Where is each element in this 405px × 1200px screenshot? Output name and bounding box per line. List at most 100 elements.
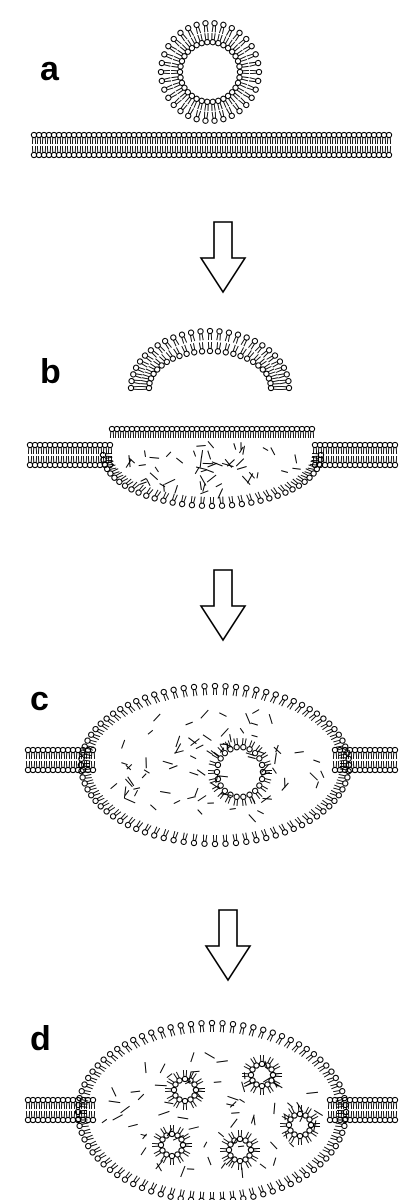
- lipid-molecule: [94, 1062, 107, 1072]
- hydrocarbon-chain: [230, 1102, 236, 1108]
- hydrocarbon-chain: [254, 1116, 255, 1125]
- lipid-molecule: [170, 35, 182, 47]
- lipid-molecule: [87, 442, 92, 454]
- hydrocarbon-chain: [113, 1115, 123, 1120]
- hydrocarbon-chain: [155, 467, 158, 472]
- lipid-molecule: [25, 1097, 30, 1109]
- lipid-molecule: [251, 132, 256, 144]
- lipid-molecule: [25, 761, 30, 773]
- lipid-molecule: [111, 146, 116, 158]
- lipid-molecule: [377, 1097, 382, 1109]
- lipid-molecule: [77, 456, 82, 468]
- lipid-molecule: [214, 426, 219, 438]
- panel-label-b: b: [40, 353, 61, 391]
- lipid-molecule: [309, 426, 314, 438]
- lipid-molecule: [180, 1142, 192, 1147]
- hydrocarbon-chain: [200, 481, 201, 490]
- lipid-molecule: [275, 1179, 285, 1192]
- lipid-molecule: [100, 1157, 112, 1168]
- lipid-molecule: [94, 1152, 107, 1162]
- lipid-molecule: [377, 442, 382, 454]
- lipid-molecule: [382, 1111, 387, 1123]
- lipid-molecule: [65, 761, 70, 773]
- lipid-molecule: [332, 442, 337, 454]
- lipid-molecule: [356, 132, 361, 144]
- lipid-molecule: [121, 132, 126, 144]
- lipid-molecule: [178, 1189, 186, 1200]
- hydrocarbon-chain: [150, 805, 156, 810]
- lipid-molecule: [347, 1097, 352, 1109]
- lipid-molecule: [45, 1097, 50, 1109]
- lipid-molecule: [224, 426, 229, 438]
- lipid-molecule: [41, 146, 46, 158]
- lipid-molecule: [56, 146, 61, 158]
- lipid-molecule: [372, 747, 377, 759]
- lipid-molecule: [238, 97, 250, 109]
- hydrocarbon-chain: [216, 484, 222, 487]
- lipid-molecule: [66, 132, 71, 144]
- lipid-molecule: [65, 1111, 70, 1123]
- lipid-molecule: [306, 146, 311, 158]
- lipid-molecule: [316, 146, 321, 158]
- hydrocarbon-chain: [205, 1053, 215, 1059]
- lipid-molecule: [367, 747, 372, 759]
- lipid-molecule: [256, 146, 261, 158]
- lipid-molecule: [356, 146, 361, 158]
- lipid-molecule: [387, 1111, 392, 1123]
- lipid-molecule: [207, 342, 212, 354]
- lipid-molecule: [236, 146, 241, 158]
- lipid-molecule: [361, 132, 366, 144]
- arrow-c-to-d: [206, 910, 250, 980]
- hydrocarbon-chain: [219, 713, 226, 717]
- lipid-molecule: [286, 132, 291, 144]
- lipid-molecule: [352, 747, 357, 759]
- lipid-molecule: [392, 456, 397, 468]
- lipid-molecule: [392, 1111, 397, 1123]
- lipid-molecule: [270, 1072, 282, 1077]
- lipid-molecule: [90, 1111, 95, 1123]
- hydrocarbon-chain: [249, 815, 256, 823]
- lipid-molecule: [332, 456, 337, 468]
- lipid-molecule: [357, 761, 362, 773]
- lipid-molecule: [235, 79, 248, 88]
- hydrocarbon-chain: [160, 792, 170, 794]
- lipid-molecule: [61, 132, 66, 144]
- lipid-molecule: [376, 132, 381, 144]
- lipid-molecule: [161, 132, 166, 144]
- lipid-molecule: [297, 1133, 302, 1145]
- hydrocarbon-chain: [189, 1127, 199, 1130]
- lipid-molecule: [259, 426, 264, 438]
- lipid-molecule: [199, 1020, 205, 1032]
- lipid-molecule: [131, 146, 136, 158]
- lipid-molecule: [290, 478, 302, 489]
- lipid-molecule: [266, 352, 279, 363]
- lipid-molecule: [176, 146, 181, 158]
- lipid-molecule: [321, 132, 326, 144]
- hydrocarbon-chain: [146, 479, 150, 486]
- lipid-molecule: [165, 91, 178, 102]
- lipid-molecule: [32, 442, 37, 454]
- lipid-molecule: [50, 747, 55, 759]
- panel-b: b: [27, 328, 397, 508]
- lipid-molecule: [266, 1029, 276, 1042]
- lipid-molecule: [181, 685, 189, 697]
- hydrocarbon-chain: [269, 714, 272, 724]
- lipid-molecule: [276, 146, 281, 158]
- lipid-molecule: [90, 1097, 95, 1109]
- lipid-molecule: [158, 69, 170, 74]
- lipid-molecule: [266, 374, 279, 382]
- hydrocarbon-chain: [260, 1164, 266, 1169]
- lipid-molecule: [139, 426, 144, 438]
- lipid-molecule: [62, 442, 67, 454]
- lipid-molecule: [201, 132, 206, 144]
- lipid-molecule: [202, 683, 208, 695]
- hydrocarbon-chain: [198, 810, 202, 815]
- lipid-molecule: [86, 146, 91, 158]
- lipid-molecule: [207, 328, 212, 340]
- lipid-molecule: [219, 1192, 225, 1200]
- lipid-molecule: [65, 747, 70, 759]
- lipid-molecule: [57, 442, 62, 454]
- lipid-molecule: [116, 146, 121, 158]
- hydrocarbon-chain: [203, 735, 211, 741]
- lipid-molecule: [246, 132, 251, 144]
